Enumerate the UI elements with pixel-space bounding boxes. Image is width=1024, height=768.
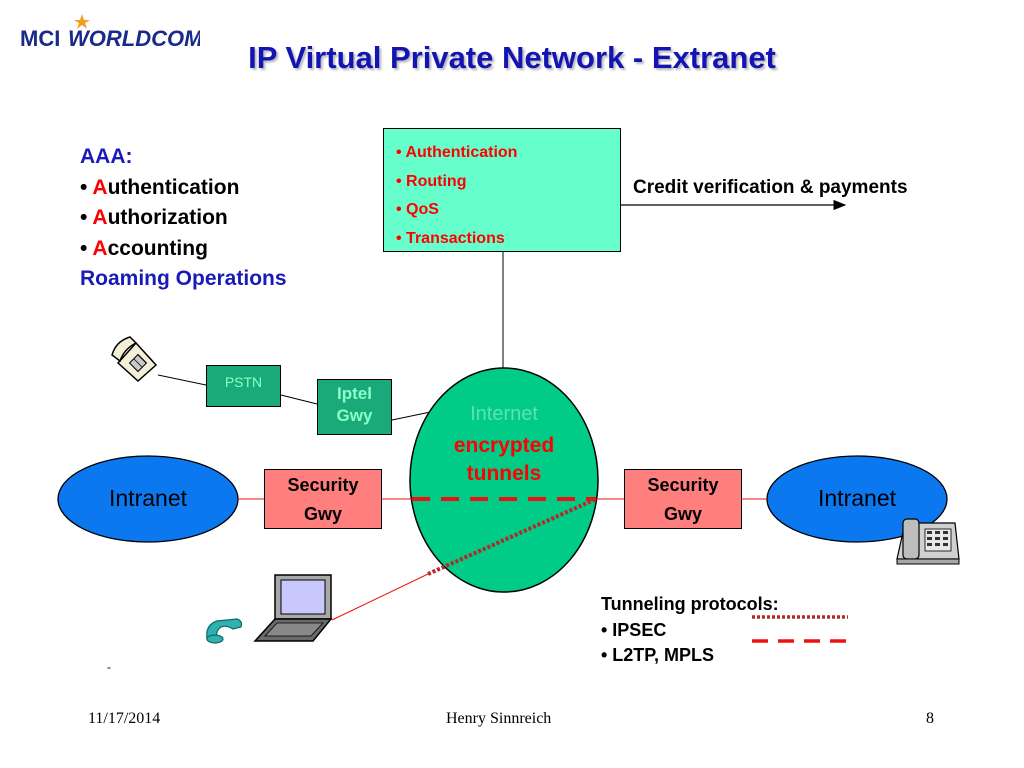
svg-text:MCI: MCI xyxy=(20,26,60,51)
iptel-gateway-box: Iptel Gwy xyxy=(317,379,392,435)
tunneling-item: • IPSEC xyxy=(601,619,667,640)
tunnels-text: tunnels xyxy=(466,462,542,485)
aaa-heading: AAA: xyxy=(80,145,133,168)
secgw-left-line2: Gwy xyxy=(303,504,342,524)
secgw-right-line1: Security xyxy=(647,475,719,495)
aaa-block: AAA: • Authentication • Authorization • … xyxy=(80,142,287,295)
encrypted-tunnel-dotted xyxy=(427,497,597,576)
service-item: • QoS xyxy=(396,201,439,218)
credit-label: Credit verification & payments xyxy=(633,177,908,198)
aaa-item: • Authorization xyxy=(80,206,228,229)
encrypted-tunnels-label: encrypted tunnels xyxy=(414,432,594,488)
service-item: • Authentication xyxy=(396,144,518,161)
secgw-right-line2: Gwy xyxy=(663,504,702,524)
mci-worldcom-logo: MCI WORLDCOM xyxy=(20,14,200,51)
intranet-left-label: Intranet xyxy=(109,485,187,511)
aaa-item: • Accounting xyxy=(80,236,208,260)
handset-icon xyxy=(206,618,243,644)
encrypted-text: encrypted xyxy=(453,434,555,457)
laptop-icon xyxy=(253,574,333,642)
security-gateway-left: Security Gwy xyxy=(264,469,382,529)
svg-text:WORLDCOM: WORLDCOM xyxy=(68,26,200,51)
aaa-item: • Authentication xyxy=(80,175,240,199)
service-item: • Transactions xyxy=(396,229,505,247)
internet-cloud xyxy=(409,367,599,593)
link-pstn-iptel xyxy=(280,394,318,405)
internet-label: Internet xyxy=(470,403,538,425)
small-mark: - xyxy=(107,660,111,674)
services-box: • Authentication • Routing • QoS • Trans… xyxy=(383,128,621,252)
iptel-line2: Gwy xyxy=(336,406,373,425)
desk-phone-icon xyxy=(896,518,960,565)
security-gateway-right: Security Gwy xyxy=(624,469,742,529)
roaming-operations: Roaming Operations xyxy=(80,267,287,290)
footer-author: Henry Sinnreich xyxy=(446,710,552,727)
service-item: • Routing xyxy=(396,172,467,190)
secgw-left-line1: Security xyxy=(287,475,359,495)
link-phone-pstn xyxy=(157,374,207,386)
tunneling-item: • L2TP, MPLS xyxy=(601,645,714,665)
telephone-icon xyxy=(111,336,158,383)
footer-date: 11/17/2014 xyxy=(88,710,161,727)
link-laptop-internet xyxy=(331,573,429,621)
pstn-box: PSTN xyxy=(206,365,281,407)
tunneling-heading: Tunneling protocols: xyxy=(601,594,779,614)
footer-page-number: 8 xyxy=(926,710,934,727)
intranet-right-label: Intranet xyxy=(818,485,896,511)
page-title: IP Virtual Private Network - Extranet xyxy=(248,40,776,75)
tunneling-protocols: Tunneling protocols: • IPSEC • L2TP, MPL… xyxy=(601,592,779,669)
iptel-line1: Iptel xyxy=(337,384,372,403)
